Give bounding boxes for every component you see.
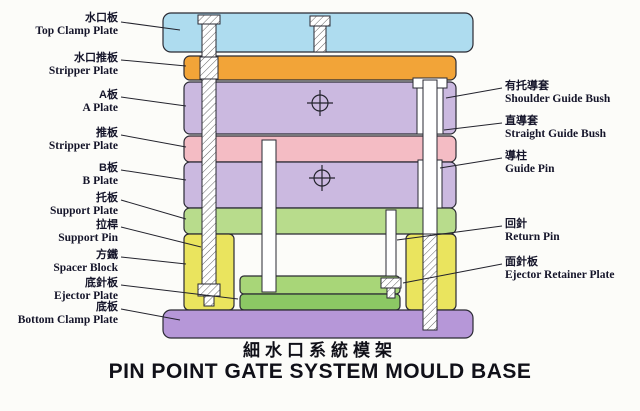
label-en: Support Plate (49, 205, 118, 217)
label-zh: 水口板 (85, 12, 118, 24)
label-en: Top Clamp Plate (35, 25, 118, 37)
leader-straight-guide-bush (443, 122, 503, 131)
leader-support-plate (120, 199, 187, 220)
label-en: Bottom Clamp Plate (17, 314, 118, 326)
label-zh: 水口推板 (74, 52, 118, 64)
b-plate (183, 161, 457, 209)
leader-lines (120, 21, 503, 321)
leader-ejector-retainer-plate (402, 263, 503, 284)
label-en: Ejector Retainer Plate (505, 269, 615, 281)
leader-return-pin (396, 225, 503, 241)
leader-a-plate (120, 96, 187, 107)
label-en: Stripper Plate (48, 65, 118, 77)
guide-pin-assembly (412, 77, 448, 331)
label-bottom-clamp-plate: 底板 Bottom Clamp Plate (18, 301, 118, 327)
label-en: B Plate (82, 175, 118, 187)
label-b-plate: B板 B Plate (83, 162, 118, 188)
label-en: Stripper Plate (48, 140, 118, 152)
label-support-pin: 拉桿 Support Pin (58, 219, 118, 245)
leader-shoulder-guide-bush (445, 87, 503, 99)
support-pin-head (197, 14, 221, 25)
label-en: Support Pin (58, 232, 118, 244)
bottom-clamp-plate (162, 309, 474, 339)
label-return-pin: 回針 Return Pin (505, 218, 560, 244)
label-ejector-plate: 底針板 Ejector Plate (54, 277, 118, 303)
support-pin-collar (199, 56, 219, 80)
support-pin (197, 14, 221, 307)
label-zh: 底板 (96, 301, 118, 313)
return-pin (385, 209, 397, 277)
support-plate (183, 207, 457, 235)
label-zh: A板 (99, 89, 118, 101)
label-stripper-plate-top: 水口推板 Stripper Plate (49, 52, 118, 78)
leader-bottom-clamp-plate (120, 308, 181, 321)
label-zh: 方鐵 (96, 249, 118, 261)
label-en: Return Pin (505, 231, 560, 243)
center-mark-a-plate (307, 90, 333, 116)
center-mark-b-plate (309, 165, 335, 191)
leader-stripper-plate-top (120, 59, 187, 67)
label-straight-guide-bush: 直導套 Straight Guide Bush (505, 115, 606, 141)
label-ejector-retainer-plate: 面針板 Ejector Retainer Plate (505, 256, 614, 282)
label-zh: 回針 (505, 218, 527, 230)
leader-top-clamp-plate (120, 21, 181, 31)
label-zh: 托板 (96, 192, 118, 204)
leader-ejector-plate (120, 284, 239, 300)
label-zh: 導柱 (505, 150, 527, 162)
center-pin (261, 139, 277, 293)
label-en: Shoulder Guide Bush (505, 93, 611, 105)
label-zh: B板 (99, 162, 118, 174)
label-zh: 拉桿 (96, 219, 118, 231)
stripper-plate-top (183, 55, 457, 81)
leader-guide-pin (439, 157, 503, 169)
label-top-clamp-plate: 水口板 Top Clamp Plate (35, 12, 118, 38)
ejector-plate (239, 293, 401, 311)
label-zh: 直導套 (505, 115, 538, 127)
plate-stack (162, 12, 474, 339)
label-en: Spacer Block (53, 262, 118, 274)
label-zh: 底針板 (85, 277, 118, 289)
label-shoulder-guide-bush: 有托導套 Shoulder Guide Bush (505, 80, 610, 106)
label-spacer-block: 方鐵 Spacer Block (53, 249, 118, 275)
leader-b-plate (120, 169, 187, 181)
label-support-plate: 托板 Support Plate (50, 192, 118, 218)
leader-support-pin (120, 226, 202, 248)
label-en: A Plate (82, 102, 118, 114)
sprue-screw-head (309, 15, 331, 27)
sprue-screw-shaft (313, 25, 327, 53)
leader-spacer-block (120, 256, 187, 265)
label-stripper-plate: 推板 Stripper Plate (49, 127, 118, 153)
label-a-plate: A板 A Plate (83, 89, 118, 115)
retainer-screw-tip (386, 287, 396, 299)
label-en: Straight Guide Bush (505, 128, 606, 140)
label-en: Ejector Plate (54, 290, 118, 302)
title-english: PIN POINT GATE SYSTEM MOULD BASE (108, 360, 532, 383)
label-zh: 推板 (96, 127, 118, 139)
return-pin-assembly (380, 209, 402, 299)
label-en: Guide Pin (505, 163, 555, 175)
title-chinese: 細水口系統模架 (243, 341, 397, 360)
label-zh: 有托導套 (505, 80, 549, 92)
support-pin-screw-tip (203, 295, 215, 307)
guide-pin-hatched (422, 233, 438, 331)
retainer-screw-head (380, 277, 402, 289)
stripper-plate (183, 135, 457, 163)
sprue-screw (309, 15, 331, 53)
leader-stripper-plate (120, 134, 187, 148)
label-guide-pin: 導柱 Guide Pin (505, 150, 555, 176)
label-zh: 面針板 (505, 256, 538, 268)
